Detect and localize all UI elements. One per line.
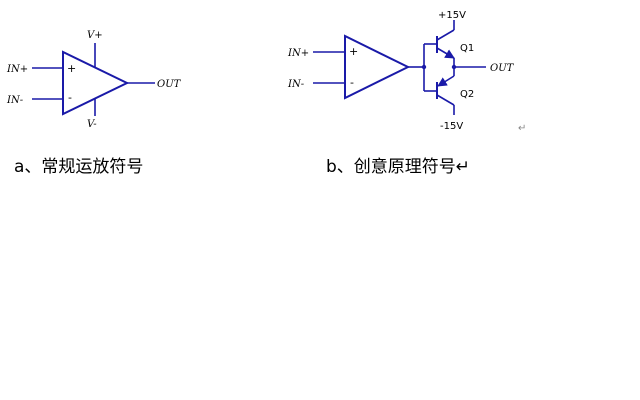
opamp-b-triangle — [344, 34, 411, 100]
opamp-a-in-minus-label: IN- — [6, 95, 24, 106]
opamp-a-minus-sign: - — [68, 91, 72, 104]
q1-collector-lead — [436, 29, 455, 41]
opamp-b: IN+ IN- + - — [287, 34, 424, 100]
q1-emitter-arrow — [436, 47, 455, 59]
base-junction-dot — [421, 64, 427, 70]
vcc-label: +15V — [438, 10, 466, 21]
vee-label: -15V — [440, 121, 463, 132]
opamp-b-plus-sign: + — [349, 45, 358, 58]
opamp-b-in-minus-label: IN- — [287, 79, 305, 90]
opamp-a-output-label: OUT — [157, 79, 182, 90]
push-pull-output-label: OUT — [490, 63, 515, 74]
caption-b: b、创意原理符号↵ — [326, 157, 471, 177]
opamp-a-triangle — [62, 50, 130, 116]
q2-emitter-arrow — [437, 75, 455, 87]
opamp-a-vminus-label: V- — [87, 119, 97, 130]
q1-label: Q1 — [460, 43, 474, 54]
opamp-b-minus-sign: - — [350, 76, 354, 89]
paragraph-return-mark: ↵ — [518, 123, 526, 134]
opamp-a-plus-sign: + — [67, 62, 76, 75]
opamp-b-in-plus-label: IN+ — [287, 48, 309, 59]
opamp-a-in-plus-label: IN+ — [6, 64, 28, 75]
opamp-a-vplus-label: V+ — [87, 30, 103, 41]
q2-collector-lead — [436, 94, 455, 106]
q2-label: Q2 — [460, 89, 474, 100]
opamp-a: IN+ IN- + - V+ V- OUT — [6, 30, 182, 130]
caption-a: a、常规运放符号 — [14, 157, 144, 177]
push-pull-stage: +15V -15V Q1 Q2 OUT ↵ — [421, 10, 526, 134]
